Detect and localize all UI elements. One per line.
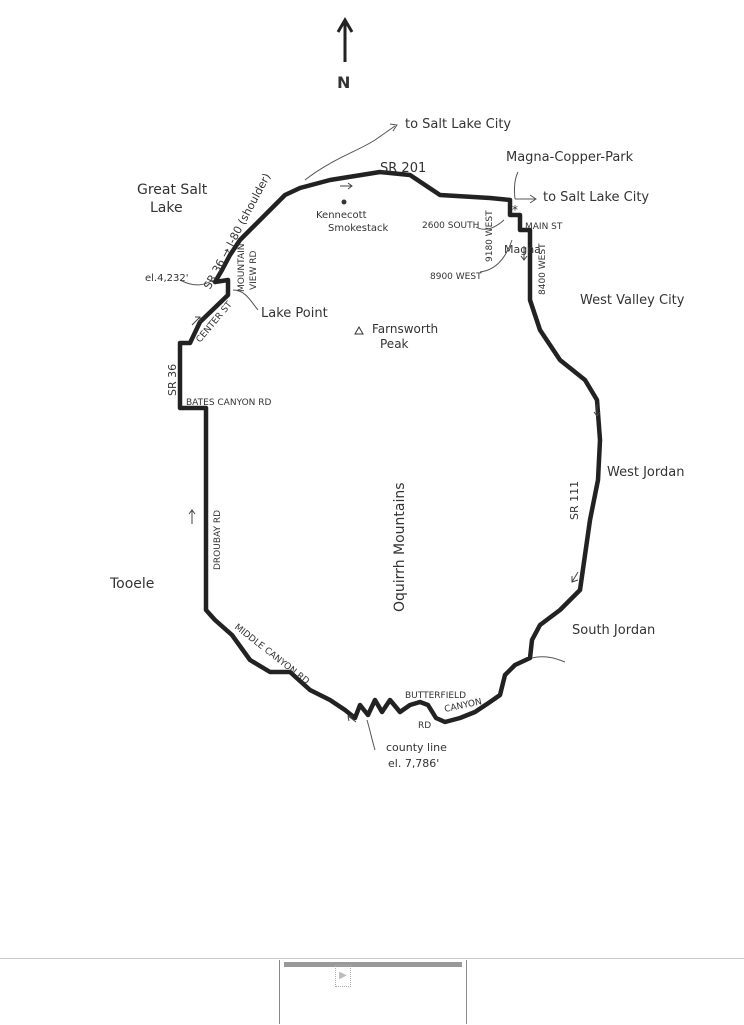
butterfield-canyon-rd-label-3: RD [418,721,431,731]
media-icon: ▶ [335,965,351,987]
smokestack-label: Smokestack [328,223,389,234]
west-jordan-label: West Jordan [607,465,684,480]
bottom-panel [0,958,744,1025]
smokestack-marker [341,199,347,205]
peak-icon [354,325,364,335]
loop-route [177,169,603,725]
lake-point-label: Lake Point [261,306,328,321]
west-valley-city-label: West Valley City [580,293,685,308]
8400-west-label: 8400 WEST [538,243,548,295]
direction-arrows [188,182,601,723]
to-salt-lake-city-label: to Salt Lake City [405,117,511,132]
north-label: N [337,73,350,92]
main-st-label: MAIN ST [525,222,563,232]
sr111-label: SR 111 [568,481,581,520]
2600-south-label: 2600 SOUTH [422,221,479,231]
to-slc-line [304,125,396,181]
magna-copper-park-label: Magna-Copper-Park [506,150,634,165]
droubay-rd-label: DROUBAY RD [213,510,223,570]
sr36-label: SR 36 [166,364,179,396]
farnsworth-peak-label: Farnsworth [372,322,438,336]
magna-label: Magna [504,243,541,256]
butterfield-canyon-rd-label: BUTTERFIELD [405,691,466,701]
kennecott-label: Kennecott [316,210,367,221]
thumbnail-header [284,962,462,967]
park-marker: * [512,203,518,217]
start-elevation-label: el.4,232' [145,273,189,284]
summit-elevation-label: el. 7,786' [388,757,439,770]
mountain-view-rd-label-2: VIEW RD [249,250,259,290]
to-slc-arrow-2 [515,194,537,204]
bates-canyon-rd-label: BATES CANYON RD [186,398,271,408]
great-salt-lake-label-2: Lake [150,200,183,216]
9180-west-label: 9180 WEST [485,210,495,262]
mountain-view-rd-label: MOUNTAIN [237,243,247,292]
8900-west-label: 8900 WEST [430,272,482,282]
sr201-label: SR 201 [380,161,426,176]
tooele-label: Tooele [109,576,154,592]
county-line-label: county line [386,741,447,754]
page-thumbnail[interactable]: ▶ [279,960,467,1024]
great-salt-lake-label: Great Salt [137,182,208,198]
farnsworth-peak-label-2: Peak [380,337,409,351]
north-arrow: N [336,17,354,92]
south-jordan-label: South Jordan [572,623,655,638]
oquirrh-mountains-label: Oquirrh Mountains [392,482,408,612]
to-salt-lake-city-label-2: to Salt Lake City [543,190,649,205]
route-map: N * to Salt Lake City SR 201 Magna-Coppe… [109,17,685,770]
